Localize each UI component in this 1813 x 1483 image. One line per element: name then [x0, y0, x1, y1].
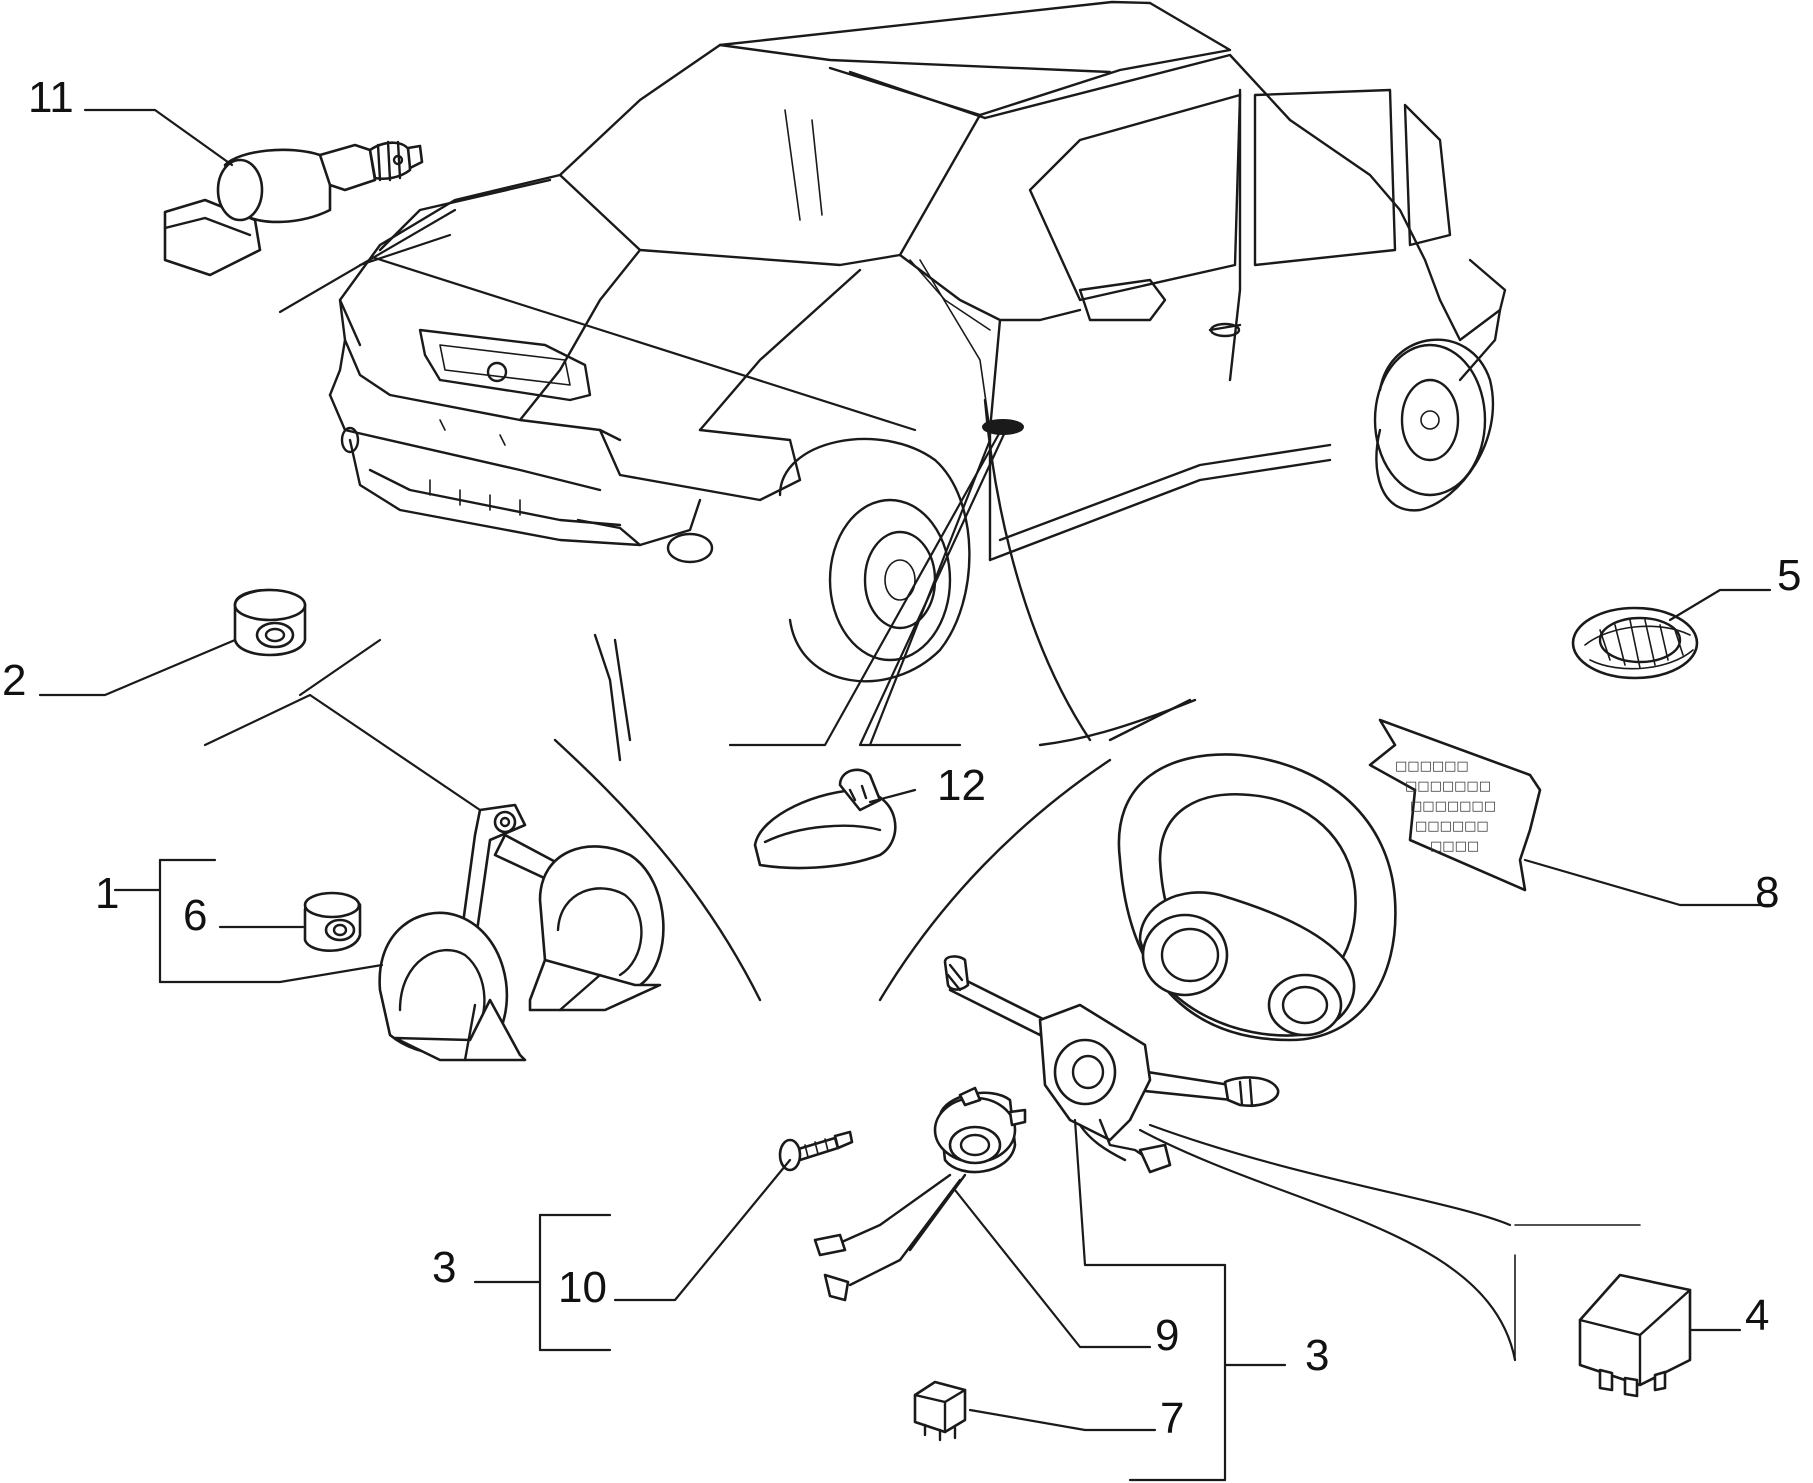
- steering-wheel-icon: [1117, 753, 1397, 1042]
- bushing-icon: [233, 588, 307, 657]
- hatchback-car-icon: [328, 0, 1507, 683]
- screw-icon: [778, 1130, 854, 1172]
- callout-4: 4: [1745, 1291, 1769, 1340]
- leader-lines: [38, 108, 1772, 1482]
- callout-8: 8: [1755, 868, 1779, 917]
- horn-pair-icon: [378, 803, 665, 1062]
- callout-10: 10: [558, 1263, 607, 1312]
- callout-9: 9: [1155, 1311, 1179, 1360]
- callout-3-left: 3: [432, 1243, 456, 1292]
- callout-12: 12: [937, 761, 986, 810]
- svg-text:□□□□□□: □□□□□□: [1415, 819, 1489, 834]
- callout-2: 2: [2, 656, 26, 705]
- callout-11: 11: [28, 73, 74, 122]
- steering-column-switch-icon: [943, 955, 1280, 1174]
- svg-text:□□□□□□□: □□□□□□□: [1410, 799, 1496, 814]
- badge-emblem-icon: [1571, 606, 1699, 680]
- relay-small-icon: [913, 1380, 967, 1442]
- callout-3-right: 3: [1305, 1331, 1329, 1380]
- callout-1: 1: [95, 869, 119, 918]
- svg-text:□□□□□□: □□□□□□: [1395, 759, 1469, 774]
- spacer-icon: [303, 891, 362, 952]
- relay-large-icon: [1578, 1273, 1692, 1398]
- callout-labels: 11 2 5 12 1 6 8 3 10 9 3 4 7: [2, 73, 1801, 1443]
- clock-spring-icon: [813, 1086, 1027, 1302]
- callout-6: 6: [183, 891, 207, 940]
- svg-text:□□□□□□□: □□□□□□□: [1405, 779, 1491, 794]
- svg-text:□□□□: □□□□: [1430, 839, 1479, 854]
- side-indicator-lamp-icon: [753, 768, 897, 870]
- label-sheet-icon: □□□□□□ □□□□□□□ □□□□□□□ □□□□□□ □□□□: [1368, 718, 1542, 892]
- callout-7: 7: [1160, 1394, 1184, 1443]
- switch-assembly-icon: [163, 140, 424, 277]
- callout-5: 5: [1777, 551, 1801, 600]
